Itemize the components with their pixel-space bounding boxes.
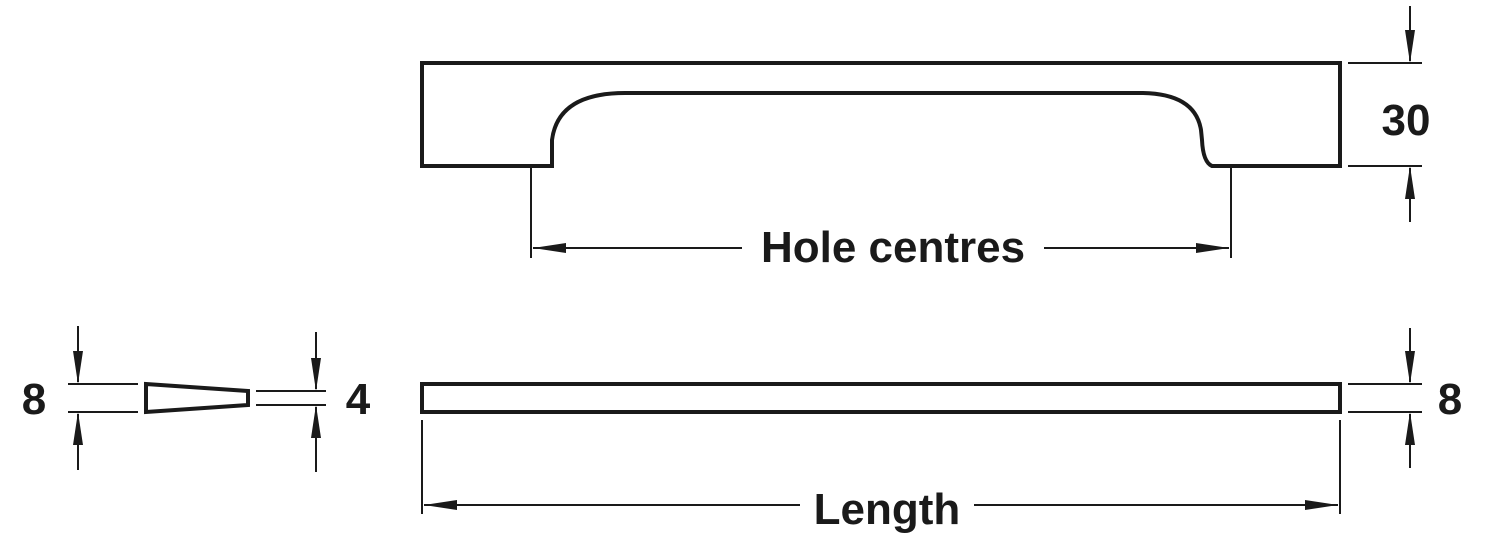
profile-thin-end-label: 4 [346,375,371,424]
length-dimension: Length [421,420,1341,534]
bar-thickness-arrow-top [1405,351,1415,384]
tapered-profile-outline [144,381,250,415]
length-label: Length [814,485,961,534]
handle-side-profile [144,381,250,415]
handle-plan-outline [420,382,1342,414]
hole-centres-arrow-left [533,243,566,253]
height-arrow-top [1405,30,1415,63]
height-label: 30 [1382,96,1431,145]
thick-end-arrow-top [73,351,83,384]
thin-end-arrow-bottom [311,405,321,438]
length-arrow-right [1305,500,1338,510]
bar-thickness-arrow-bottom [1405,412,1415,445]
length-arrow-left [424,500,457,510]
height-dimension: 30 [1348,6,1430,222]
bar-thickness-label: 8 [1438,375,1462,424]
thick-end-arrow-bottom [73,412,83,445]
handle-front-view [420,61,1342,168]
hole-centres-arrow-right [1196,243,1229,253]
profile-thick-end-dimension: 8 [22,326,138,470]
profile-thin-end-dimension: 4 [256,332,371,472]
hole-centres-label-background [742,220,1044,274]
handle-plan-view [420,382,1342,414]
handle-front-outline [420,61,1342,168]
hole-centres-label: Hole centres [761,223,1025,272]
profile-thick-end-label: 8 [22,375,46,424]
bar-thickness-dimension: 8 [1348,328,1462,468]
thin-end-arrow-top [311,358,321,391]
height-arrow-bottom [1405,166,1415,199]
length-label-background [800,478,974,534]
hole-centres-dimension: Hole centres [530,168,1232,274]
